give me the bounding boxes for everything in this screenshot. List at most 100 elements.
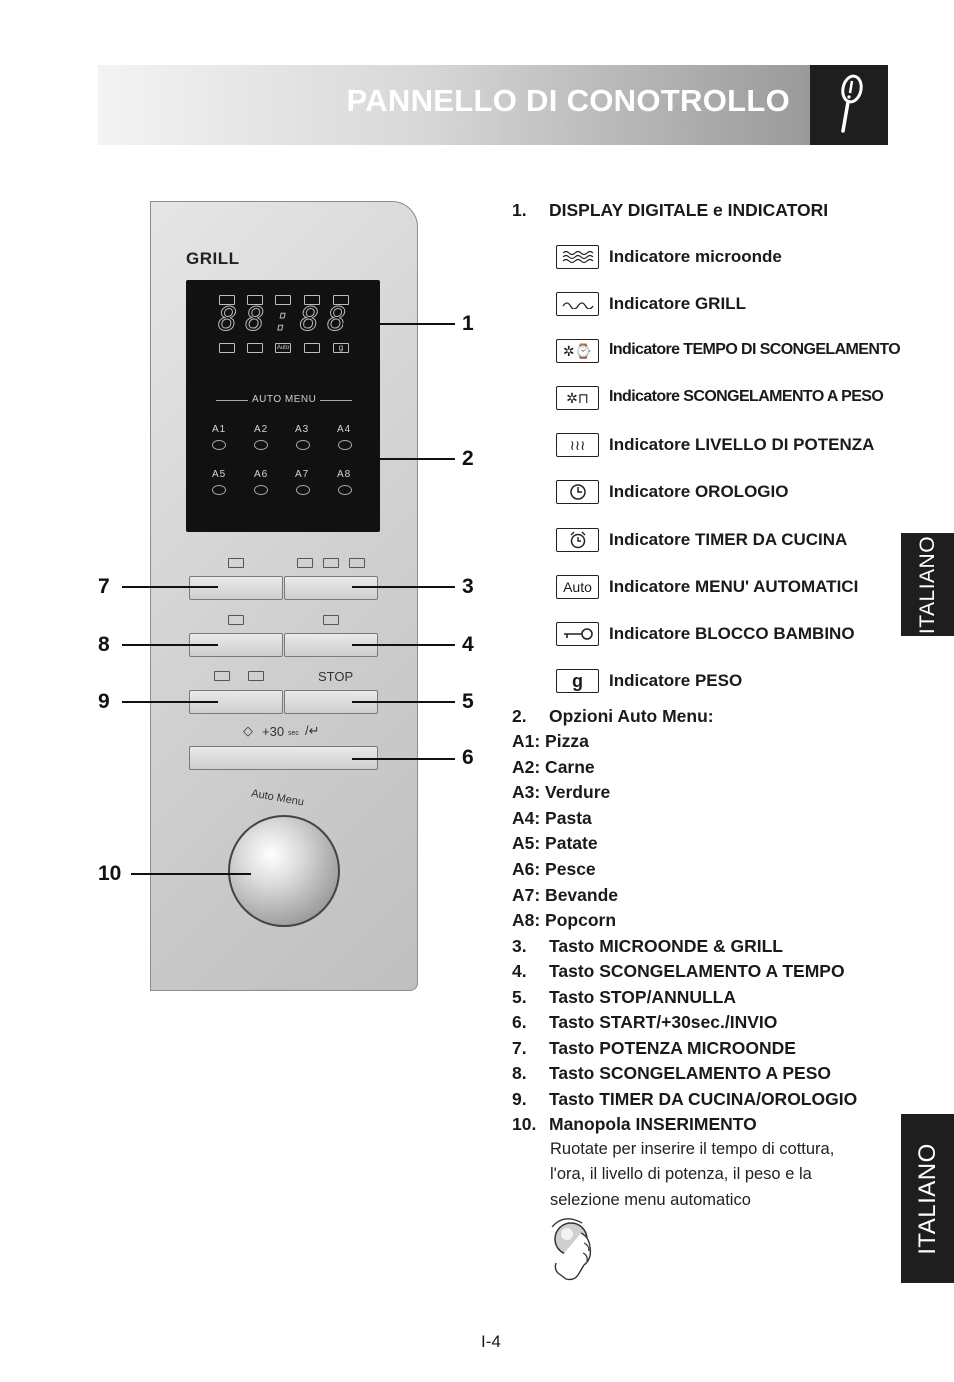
page-number: I-4 xyxy=(481,1332,501,1351)
knob-description: l'ora, il livello di potenza, il peso e … xyxy=(550,1165,812,1183)
divider xyxy=(216,400,248,401)
callout-8: 8 xyxy=(98,633,110,656)
header-icon-box xyxy=(810,65,888,145)
callout-3: 3 xyxy=(462,575,474,598)
auto-code-a6: A6 xyxy=(254,469,269,480)
beverage-icon xyxy=(296,485,310,495)
list-item: Tasto TIMER DA CUCINA/OROLOGIO xyxy=(549,1089,858,1109)
list-number: 9. xyxy=(512,1089,527,1109)
defrost-weight-icon: ✲⊓ xyxy=(556,386,599,410)
auto-code-a4: A4 xyxy=(337,424,352,435)
key-lock-icon xyxy=(556,622,599,646)
pizza-icon xyxy=(212,440,226,450)
defrost-time-icon: ✲⌚ xyxy=(556,339,599,363)
callout-line xyxy=(352,586,455,588)
section-number: 2. xyxy=(512,706,527,726)
auto-menu-label: AUTO MENU xyxy=(252,394,317,405)
list-number: 7. xyxy=(512,1038,527,1058)
callout-line xyxy=(122,644,218,646)
grill-icon xyxy=(247,295,263,305)
auto-code-a8: A8 xyxy=(337,469,352,480)
auto-menu-item: A4: Pasta xyxy=(512,808,592,828)
info-magnifier-icon xyxy=(841,74,863,133)
microwave-icon xyxy=(556,245,599,269)
vegetables-icon xyxy=(296,440,310,450)
auto-menu-item: A6: Pesce xyxy=(512,859,596,879)
callout-line xyxy=(343,323,455,325)
list-item: Tasto POTENZA MICROONDE xyxy=(549,1038,796,1058)
hand-knob-icon xyxy=(551,1218,592,1281)
enter-icon: /↵ xyxy=(305,723,320,738)
panel-grill-label: GRILL xyxy=(186,249,240,268)
list-item: Manopola INSERIMENTO xyxy=(549,1114,757,1134)
callout-line xyxy=(352,701,455,703)
defrost-time-icon xyxy=(323,615,339,625)
list-number: 5. xyxy=(512,987,527,1007)
microwave-icon xyxy=(219,295,235,305)
auto-menu-item: A3: Verdure xyxy=(512,782,611,802)
list-number: 4. xyxy=(512,961,527,981)
auto-code-a1: A1 xyxy=(212,424,227,435)
callout-1: 1 xyxy=(462,312,474,335)
key-lock-icon xyxy=(304,343,320,353)
auto-code-a3: A3 xyxy=(295,424,310,435)
callout-line xyxy=(122,586,218,588)
callout-line xyxy=(122,701,218,703)
defrost-time-icon xyxy=(275,295,291,305)
callout-10: 10 xyxy=(98,862,122,885)
section-title: Opzioni Auto Menu: xyxy=(549,706,714,726)
callout-2: 2 xyxy=(462,447,474,470)
callout-line xyxy=(352,758,455,760)
microwave-icon xyxy=(228,558,244,568)
page-header: PANNELLO DI CONOTROLLO xyxy=(98,65,810,145)
auto-code-a2: A2 xyxy=(254,424,269,435)
stop-label: STOP xyxy=(318,669,354,684)
start-30sec-enter-key[interactable] xyxy=(189,746,378,770)
knob-description: selezione menu automatico xyxy=(550,1191,751,1209)
callout-5: 5 xyxy=(462,690,474,713)
input-knob[interactable] xyxy=(228,815,340,927)
grill-icon xyxy=(556,292,599,316)
auto-menu-item: A1: Pizza xyxy=(512,731,589,751)
callout-6: 6 xyxy=(462,746,474,769)
callout-line xyxy=(352,458,455,460)
knob-description: Ruotate per inserire il tempo di cottura… xyxy=(550,1140,835,1158)
auto-code-a5: A5 xyxy=(212,469,227,480)
start-symbol-icon: ◇ xyxy=(243,723,253,738)
alarm-timer-icon xyxy=(247,343,263,353)
weight-icon: g xyxy=(556,669,599,693)
callout-7: 7 xyxy=(98,575,110,598)
list-number: 3. xyxy=(512,936,527,956)
grill-icon xyxy=(349,558,365,568)
auto-icon: Auto xyxy=(275,343,291,353)
microwave-power-key[interactable] xyxy=(189,576,283,600)
display-digits: 88:88 xyxy=(217,300,355,339)
section-number: 1. xyxy=(512,200,527,220)
meat-icon xyxy=(254,440,268,450)
alarm-timer-icon xyxy=(214,671,230,681)
list-number: 6. xyxy=(512,1012,527,1032)
power-level-icon xyxy=(333,295,349,305)
auto-menu-item: A5: Patate xyxy=(512,833,598,853)
auto-icon: Auto xyxy=(556,575,599,599)
language-tab: ITALIANO xyxy=(901,1114,954,1283)
power-level-icon: ≀≀≀ xyxy=(556,433,599,457)
callout-4: 4 xyxy=(462,633,474,656)
list-item: Tasto STOP/ANNULLA xyxy=(549,987,736,1007)
auto-menu-item: A7: Bevande xyxy=(512,885,619,905)
callout-9: 9 xyxy=(98,690,110,713)
auto-menu-item: A2: Carne xyxy=(512,757,595,777)
list-number: 10. xyxy=(512,1114,537,1134)
callout-line xyxy=(352,644,455,646)
weight-icon: g xyxy=(333,343,349,353)
pasta-icon xyxy=(338,440,352,450)
list-item: Tasto START/+30sec./INVIO xyxy=(549,1012,778,1032)
combi-icon xyxy=(323,558,339,568)
list-item: Tasto SCONGELAMENTO A PESO xyxy=(549,1063,831,1083)
list-item: Tasto SCONGELAMENTO A TEMPO xyxy=(549,961,845,981)
section-title: DISPLAY DIGITALE e INDICATORI xyxy=(549,200,829,220)
fish-icon xyxy=(254,485,268,495)
microwave-grill-key[interactable] xyxy=(284,576,378,600)
list-item: Tasto MICROONDE & GRILL xyxy=(549,936,783,956)
popcorn-icon xyxy=(338,485,352,495)
